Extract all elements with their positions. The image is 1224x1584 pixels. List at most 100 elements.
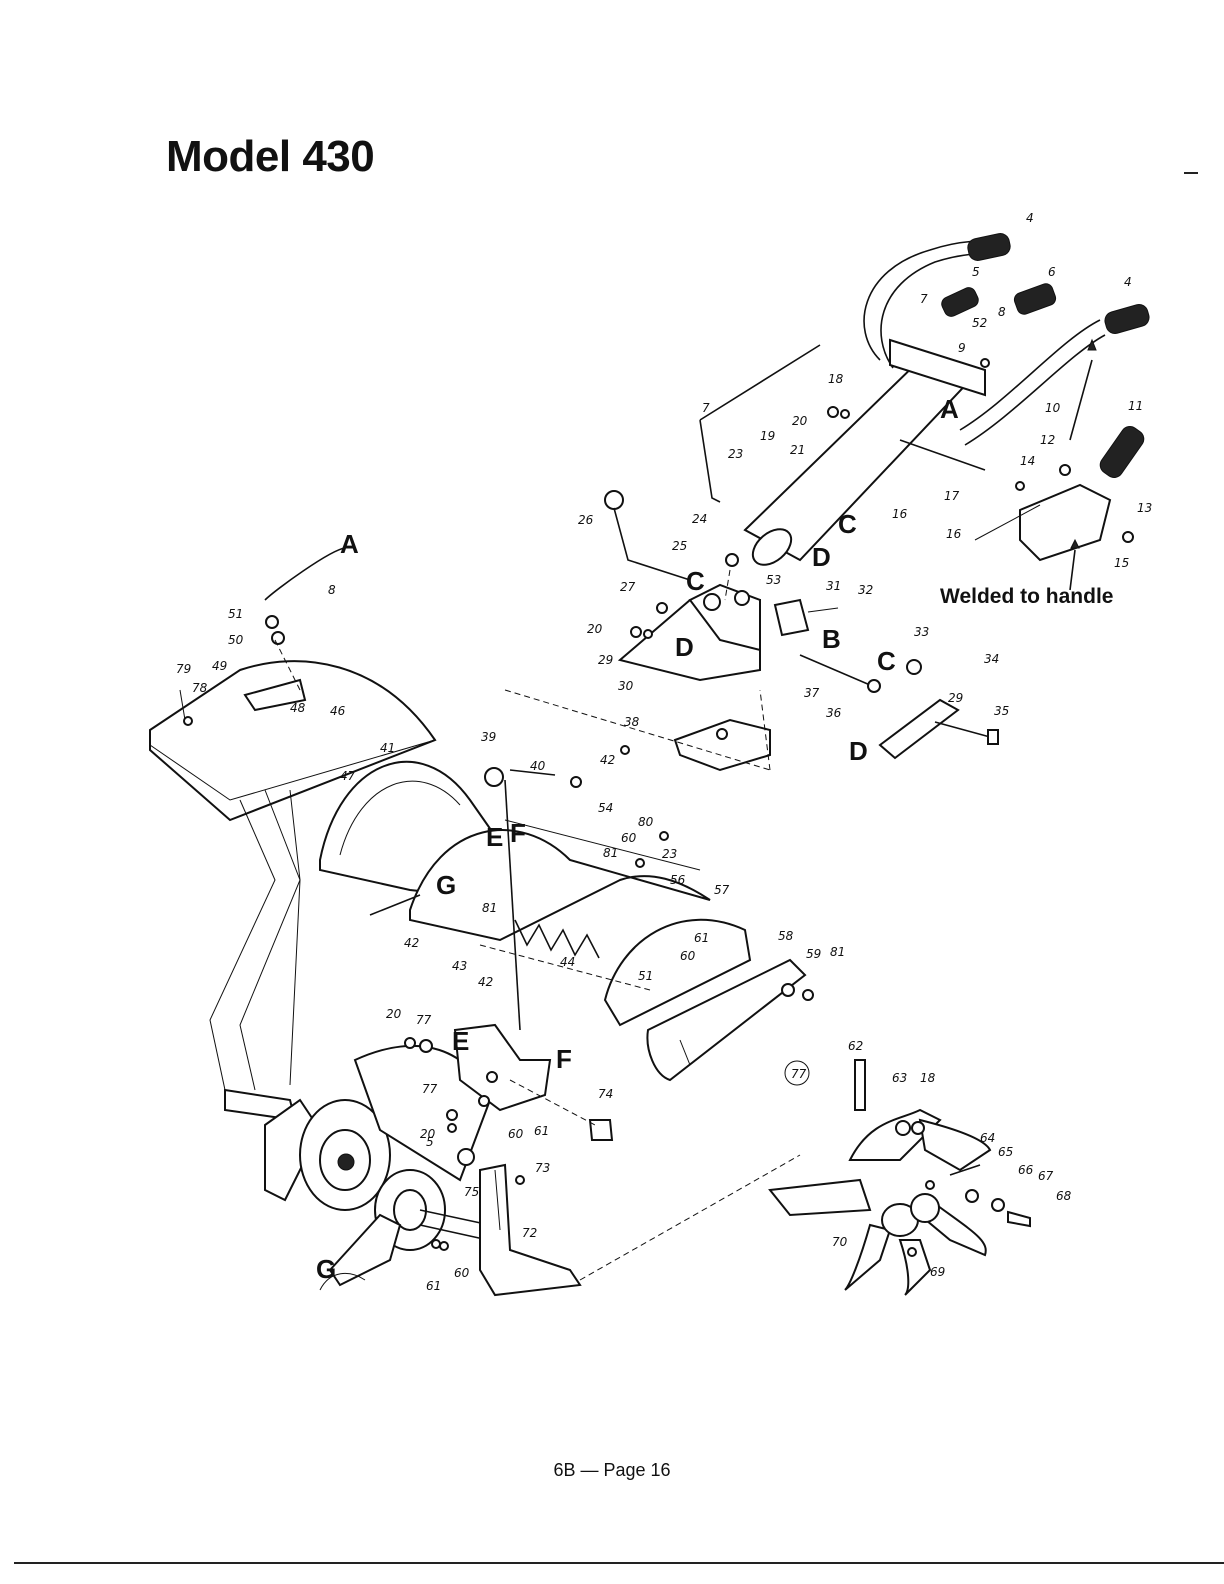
part-label: 5 [972,265,980,279]
transmission-assembly [224,1023,801,1297]
page-title: Model 430 [166,132,375,181]
marker-c-link: C [877,646,896,676]
part-label: 14 [1020,454,1035,468]
part-label: 69 [930,1265,945,1279]
part-label: 60 [680,949,696,963]
part-label: 70 [832,1235,848,1249]
tine-assembly [768,1059,1031,1296]
part-label: 42 [404,936,419,950]
part-label: 62 [848,1039,863,1053]
part-label: 8 [328,583,336,597]
part-label: 46 [330,704,346,718]
welded-note: Welded to handle [940,585,1114,608]
part-label: 13 [1137,501,1152,515]
marker-c-tube: C [838,509,857,539]
marker-d-link: D [849,736,868,766]
part-label: 59 [806,947,821,961]
part-label: 10 [1045,401,1061,415]
part-label: 81 [830,945,845,959]
part-label: 20 [386,1007,402,1021]
part-label: 65 [998,1145,1013,1159]
marker-a-left: A [340,529,359,559]
part-label: 29 [948,691,963,705]
part-label: 68 [1056,1189,1072,1203]
mounting-bracket-assembly [504,490,999,772]
part-number-labels: 4 5 6 4 7 52 8 9 18 20 7 19 21 23 16 10 … [176,211,1152,1293]
part-label: 20 [587,622,603,636]
part-label: 17 [944,489,960,503]
part-label: 5 [426,1135,434,1149]
marker-b: B [822,624,841,654]
part-label: 41 [380,741,395,755]
part-label: 73 [535,1161,550,1175]
part-label: 42 [478,975,493,989]
part-label: 49 [212,659,227,673]
part-label: 60 [508,1127,524,1141]
part-label: 30 [618,679,634,693]
edge-mark [1184,172,1198,174]
marker-d-tube: D [812,542,831,572]
part-label: 29 [598,653,613,667]
part-label: 60 [621,831,637,845]
part-label: 34 [984,652,999,666]
part-label: 64 [980,1131,995,1145]
right-grip [1104,303,1150,335]
part-label: 80 [638,815,654,829]
part-label: 35 [994,704,1009,718]
part-label: 39 [481,730,496,744]
part-label: 72 [522,1226,537,1240]
part-label: 77 [416,1013,432,1027]
part-label: 38 [624,715,640,729]
part-label: 61 [426,1279,441,1293]
part-label: 16 [946,527,962,541]
part-label: 56 [670,873,686,887]
part-label: 81 [482,901,497,915]
part-label: 4 [1124,275,1132,289]
knob-6 [1013,283,1057,315]
rear-shield-assembly [149,547,437,1091]
part-label: 6 [1048,265,1056,279]
circled-ref-label: 77 [791,1067,807,1081]
part-label: 63 [892,1071,907,1085]
part-label: 81 [603,846,618,860]
part-label: 67 [1038,1169,1054,1183]
part-label: 27 [620,580,636,594]
part-label: 32 [858,583,873,597]
part-label: 23 [728,447,743,461]
part-label: 79 [176,662,191,676]
part-label: 18 [920,1071,936,1085]
marker-f-trans: F [556,1044,572,1074]
part-label: 7 [920,292,928,306]
part-label: 12 [1040,433,1055,447]
part-label: 44 [560,955,575,969]
part-label: 52 [972,316,987,330]
part-label: 48 [290,701,306,715]
part-label: 47 [340,769,356,783]
bottom-rule [14,1562,1224,1564]
part-label: 40 [530,759,546,773]
part-label: 25 [672,539,687,553]
marker-e-trans: E [452,1026,469,1056]
part-label: 16 [892,507,908,521]
marker-f-shield: F [510,818,526,848]
part-label: 42 [600,753,615,767]
knob-5 [941,287,979,317]
part-label: 57 [714,883,730,897]
part-label: 20 [792,414,808,428]
part-label: 77 [422,1082,438,1096]
marker-a-top: A [940,394,959,424]
left-grip [967,233,1011,261]
part-label: 61 [694,931,709,945]
part-label: 20 [420,1127,436,1141]
part-label: 58 [778,929,794,943]
page-footer: 6B — Page 16 [553,1460,671,1480]
marker-d-bracket: D [675,632,694,662]
part-label: 66 [1018,1163,1034,1177]
part-label: 24 [692,512,707,526]
part-label: 36 [826,706,842,720]
part-label: 18 [828,372,844,386]
part-label: 4 [1026,211,1034,225]
part-label: 33 [914,625,929,639]
part-label: 26 [578,513,594,527]
